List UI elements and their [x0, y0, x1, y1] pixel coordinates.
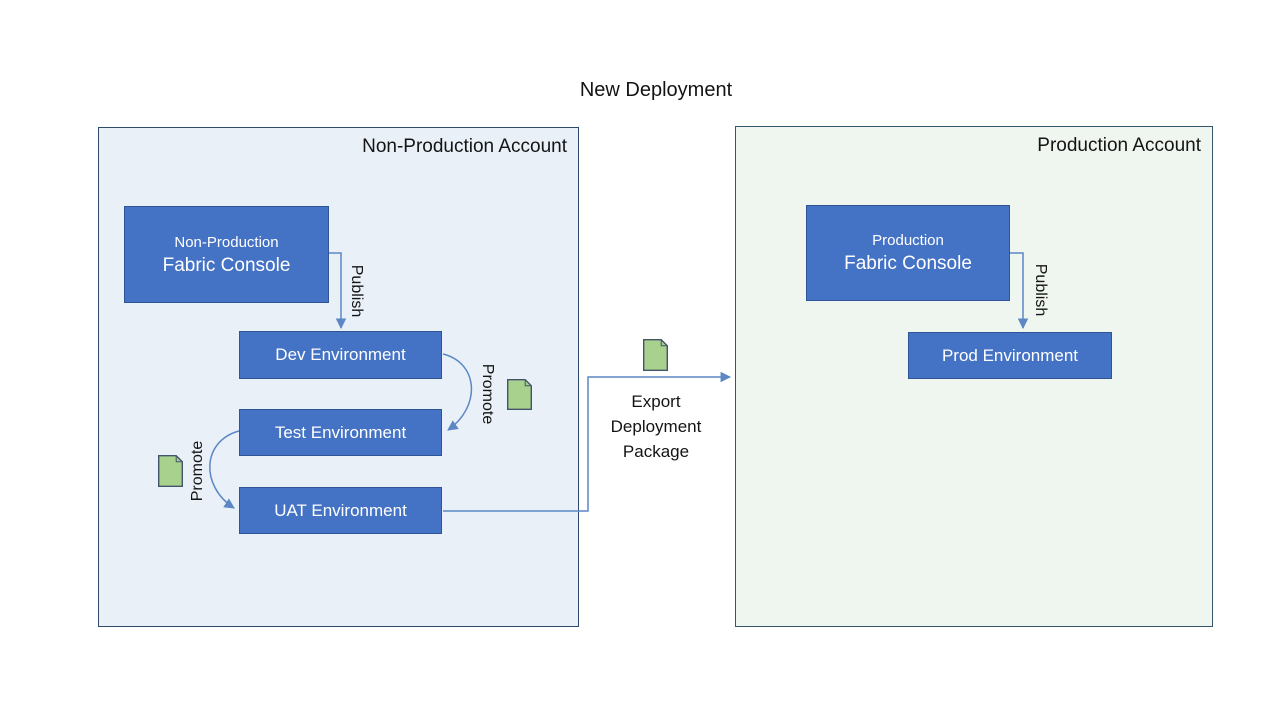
dev-environment-box: Dev Environment	[239, 331, 442, 379]
test-environment-box: Test Environment	[239, 409, 442, 456]
nonprod-fabric-console-box: Non-Production Fabric Console	[124, 206, 329, 303]
page-title: New Deployment	[579, 79, 733, 101]
prod-environment-box: Prod Environment	[908, 332, 1112, 379]
prod-account-label: Production Account	[1037, 135, 1201, 156]
document-icon	[158, 455, 183, 487]
prod-fabric-console-box: Production Fabric Console	[806, 205, 1010, 301]
promote-label-dev-test: Promote	[479, 363, 496, 425]
promote-label-test-uat: Promote	[189, 440, 206, 502]
nonprod-console-line1: Non-Production	[174, 233, 279, 251]
uat-environment-box: UAT Environment	[239, 487, 442, 534]
publish-label-prod: Publish	[1032, 263, 1049, 317]
prod-console-line1: Production	[872, 232, 944, 249]
export-deployment-package-label: Export Deployment Package	[610, 392, 702, 461]
document-icon	[643, 339, 668, 371]
prod-console-line2: Fabric Console	[844, 253, 972, 274]
document-icon	[507, 379, 532, 410]
nonprod-console-line2: Fabric Console	[162, 254, 291, 276]
nonprod-account-label: Non-Production Account	[362, 136, 567, 157]
publish-label-nonprod: Publish	[348, 264, 365, 318]
